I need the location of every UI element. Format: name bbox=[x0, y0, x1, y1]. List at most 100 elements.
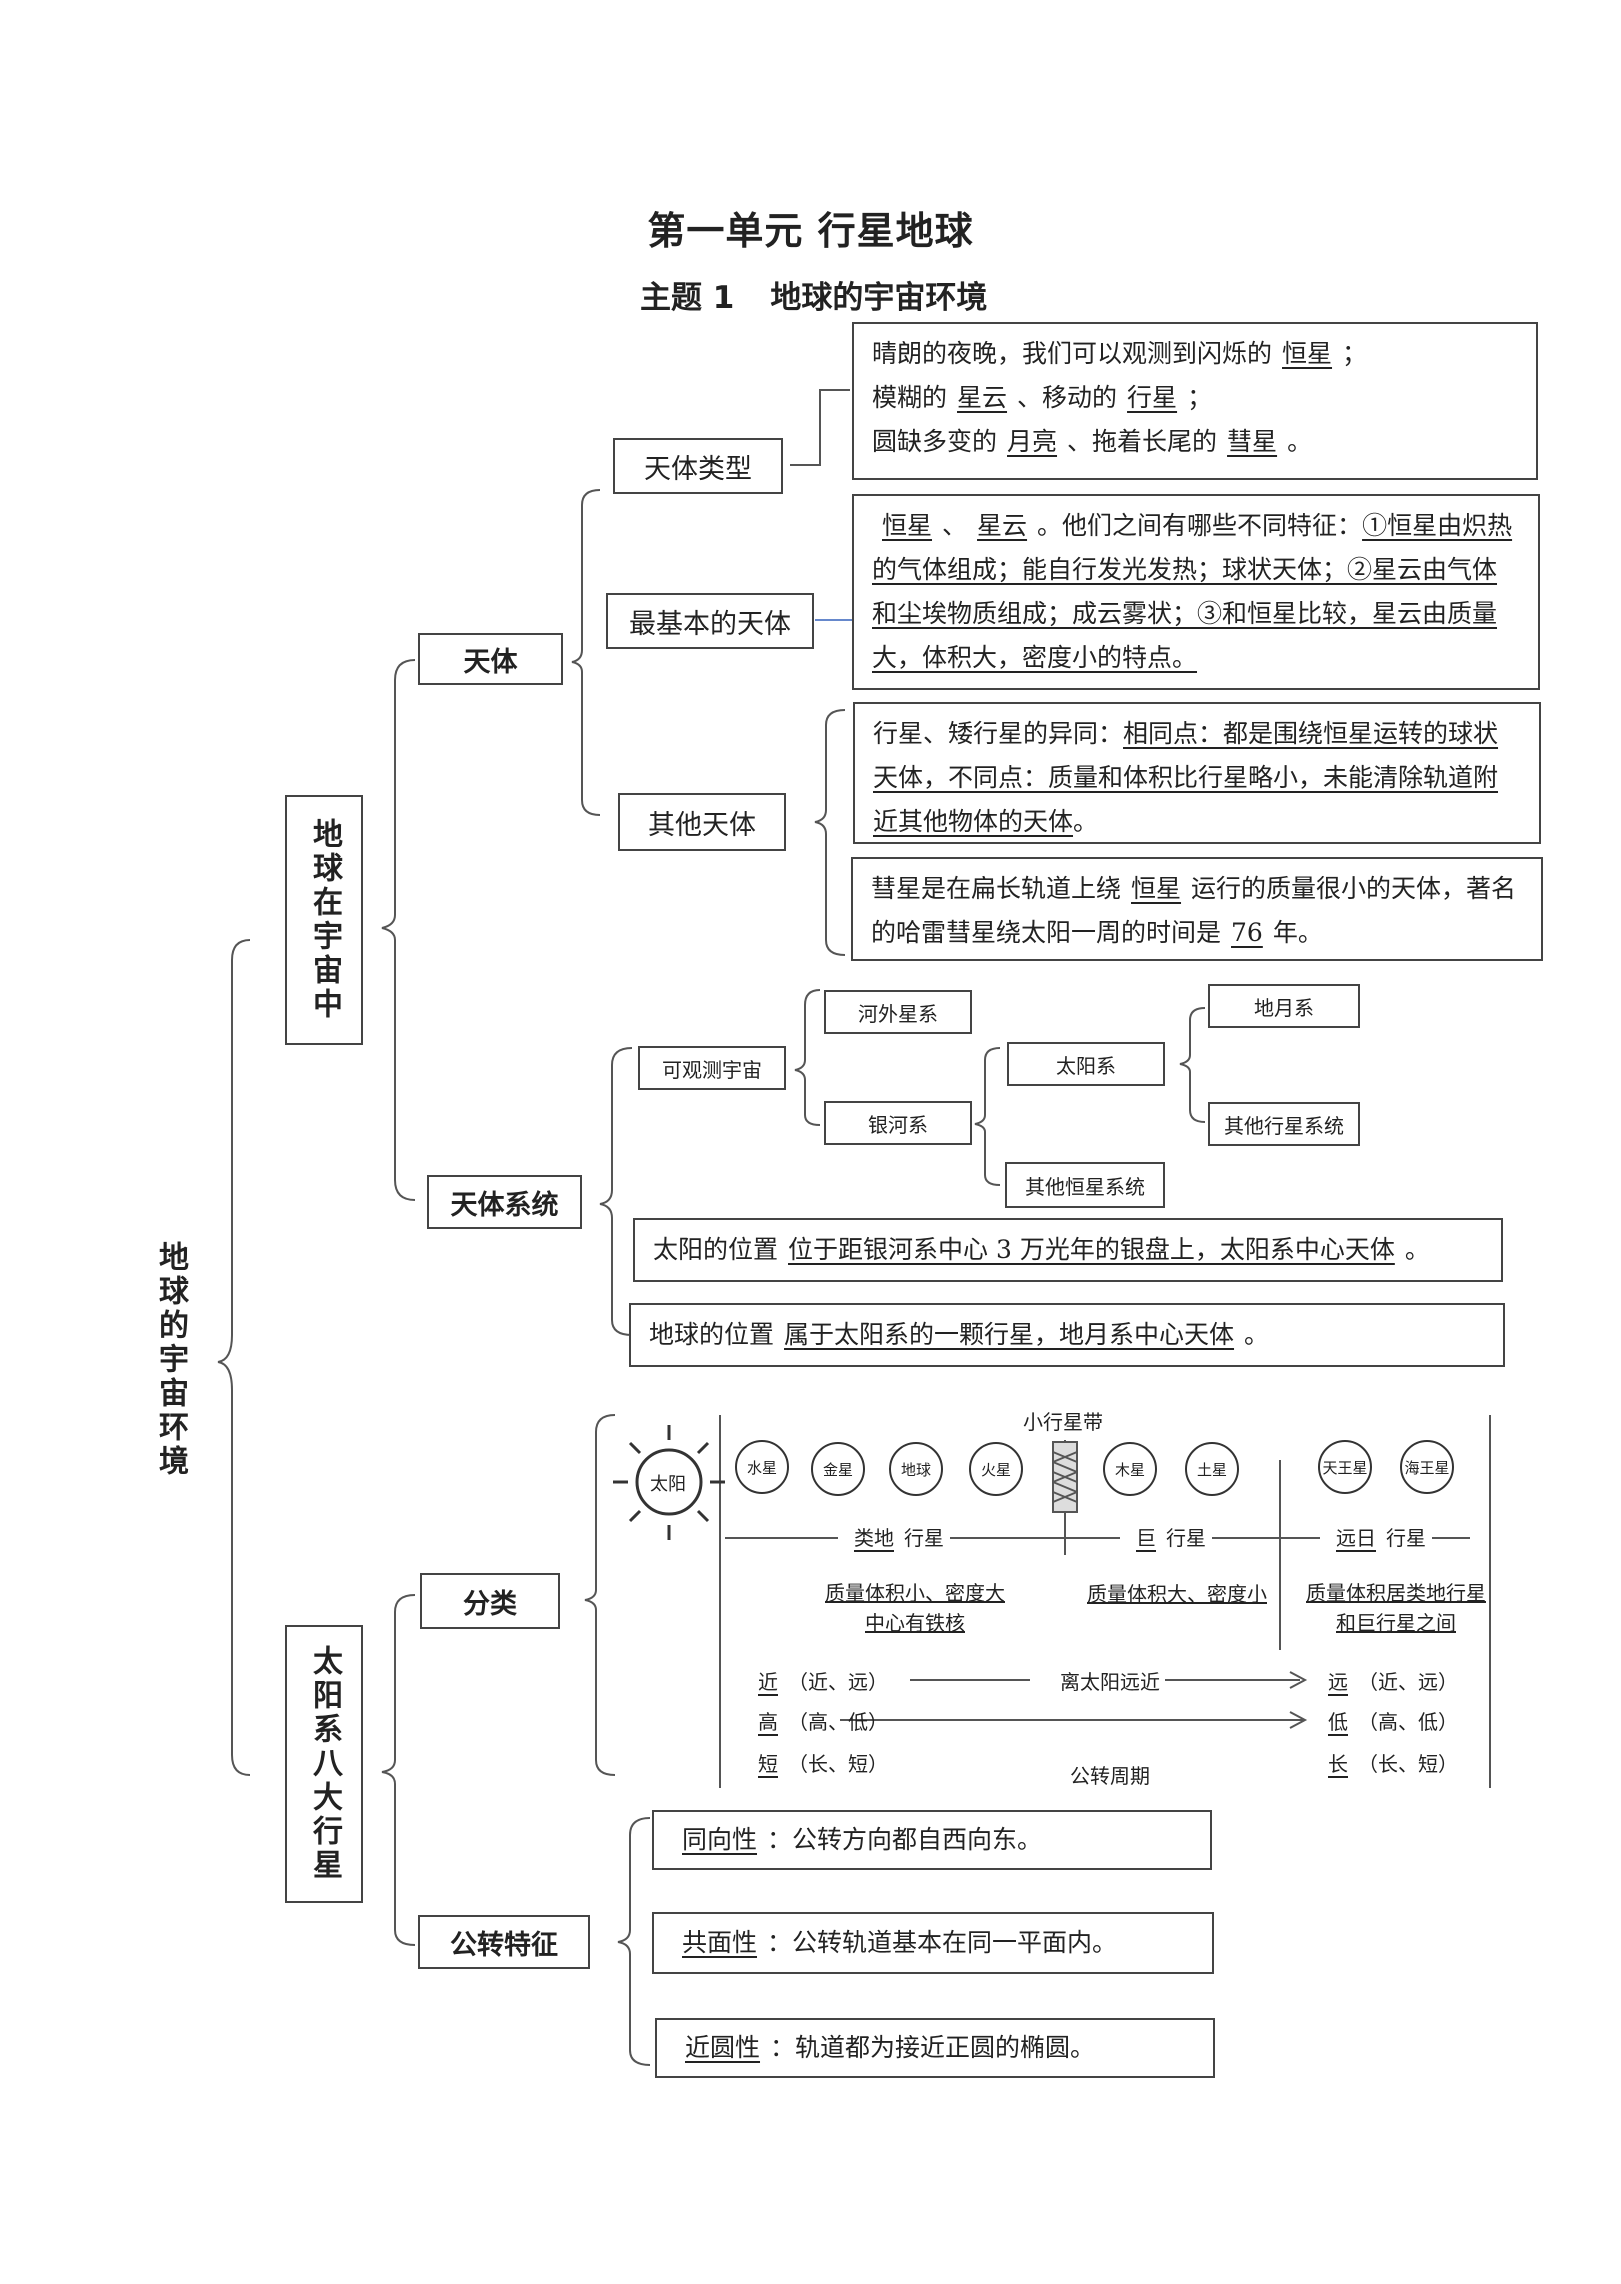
basic-bodies-node: 最基本的天体 bbox=[606, 593, 814, 649]
group1-suffix: 行星 bbox=[904, 1526, 944, 1550]
ice-giant-desc: 质量体积居类地行星和巨行星之间 bbox=[1296, 1578, 1496, 1638]
answer-near: 近 bbox=[758, 1670, 778, 1694]
row-period-right: 长（长、短） bbox=[1318, 1748, 1458, 1777]
answer-basic-star: 恒星 bbox=[882, 511, 933, 540]
row-period-label: 公转周期 bbox=[1070, 1764, 1150, 1788]
other1-end: 。 bbox=[1073, 807, 1099, 836]
observable-universe-node: 可观测宇宙 bbox=[638, 1046, 786, 1090]
sun-label: 太阳 bbox=[650, 1474, 686, 1495]
solar-system-node: 太阳系 bbox=[1007, 1042, 1165, 1086]
answer-far: 远 bbox=[1328, 1670, 1348, 1694]
basic-text-box: 恒星、星云。他们之间有哪些不同特征：①恒星由炽热的气体组成；能自行发光发热；球状… bbox=[852, 494, 1540, 690]
sun-rays bbox=[613, 1425, 725, 1540]
row-distance-left: 近 （近、远） bbox=[748, 1666, 888, 1695]
answer-comet: 彗星 bbox=[1227, 427, 1278, 456]
ice-giant-desc-1: 质量体积居类地行星 bbox=[1306, 1581, 1486, 1605]
group-ice-giant: 远日行星 bbox=[1320, 1522, 1432, 1551]
answer-high: 高 bbox=[758, 1710, 778, 1734]
milky-way-node: 银河系 bbox=[824, 1101, 972, 1145]
answer-planet: 行星 bbox=[1127, 383, 1178, 412]
answer-comet-star: 恒星 bbox=[1131, 874, 1182, 903]
types-line1a: 晴朗的夜晚，我们可以观测到闪烁的 bbox=[872, 339, 1273, 368]
terrestrial-desc-2: 中心有铁核 bbox=[865, 1611, 965, 1635]
planet-venus: 金星 bbox=[811, 1442, 865, 1496]
sun-position-answer: 位于距银河系中心 3 万光年的银盘上，太阳系中心天体 bbox=[788, 1235, 1395, 1264]
terrestrial-desc-1: 质量体积小、密度大 bbox=[825, 1581, 1005, 1605]
row-temp-left: 高 （高、低） bbox=[748, 1706, 888, 1735]
row-temp-right: 低 （高、低） bbox=[1318, 1706, 1458, 1735]
answer-star: 恒星 bbox=[1282, 339, 1333, 368]
group2-suffix: 行星 bbox=[1166, 1526, 1206, 1550]
orbit-feature-1: 同向性：公转方向都自西向东。 bbox=[652, 1810, 1212, 1870]
page-title: 第一单元 行星地球 bbox=[647, 209, 974, 253]
celestial-types-node: 天体类型 bbox=[613, 438, 783, 494]
basic-answer: ①恒星由炽热的气体组成；能自行发光发热；球状天体；②星云由气体和尘埃物质组成；成… bbox=[872, 511, 1513, 672]
ice-giant-desc-2: 和巨行星之间 bbox=[1336, 1611, 1456, 1635]
other-bodies-node: 其他天体 bbox=[618, 793, 786, 851]
other2-c: 运行的质量很小的天体，著名的哈雷彗星绕太阳一周的时间是 bbox=[871, 874, 1517, 947]
topic-subtitle: 主题 1 地球的宇宙环境 bbox=[640, 272, 1023, 317]
long-options: （长、短） bbox=[1358, 1752, 1458, 1776]
sun-position-label: 太阳的位置 bbox=[653, 1235, 779, 1264]
group1-answer: 类地 bbox=[854, 1526, 894, 1550]
sun-position-box: 太阳的位置位于距银河系中心 3 万光年的银盘上，太阳系中心天体。 bbox=[633, 1218, 1503, 1282]
topic-name: 地球的宇宙环境 bbox=[770, 280, 988, 316]
types-line3e: 。 bbox=[1287, 427, 1313, 456]
earth-position-answer: 属于太阳系的一颗行星，地月系中心天体 bbox=[784, 1320, 1235, 1349]
classification-node: 分类 bbox=[420, 1573, 560, 1629]
branch-eight-planets: 太阳系八大行星 bbox=[285, 1625, 363, 1903]
asteroid-belt-hatch bbox=[1052, 1441, 1078, 1513]
feature3-text: ：轨道都为接近正圆的椭圆。 bbox=[770, 2033, 1096, 2062]
extragalactic-node: 河外星系 bbox=[824, 990, 972, 1034]
feature1-text: ：公转方向都自西向东。 bbox=[767, 1825, 1043, 1854]
row-distance-right: 远（近、远） bbox=[1318, 1666, 1458, 1695]
celestial-system-node: 天体系统 bbox=[427, 1175, 582, 1229]
short-options: （长、短） bbox=[788, 1752, 888, 1776]
feature3-answer: 近圆性 bbox=[685, 2033, 761, 2062]
earth-position-label: 地球的位置 bbox=[649, 1320, 775, 1349]
planet-earth: 地球 bbox=[889, 1442, 943, 1496]
answer-short: 短 bbox=[758, 1752, 778, 1776]
planet-neptune: 海王星 bbox=[1400, 1440, 1454, 1494]
sun-position-end: 。 bbox=[1404, 1235, 1430, 1264]
types-line1c: ； bbox=[1342, 339, 1368, 368]
types-line3c: 、拖着长尾的 bbox=[1067, 427, 1218, 456]
answer-nebula: 星云 bbox=[957, 383, 1008, 412]
planet-jupiter: 木星 bbox=[1103, 1442, 1157, 1496]
near-options: （近、远） bbox=[788, 1670, 888, 1694]
other-star-systems-node: 其他恒星系统 bbox=[1005, 1162, 1165, 1208]
planet-mars: 火星 bbox=[969, 1442, 1023, 1496]
group3-suffix: 行星 bbox=[1386, 1526, 1426, 1550]
planet-mercury: 水星 bbox=[735, 1440, 789, 1494]
orbit-features-node: 公转特征 bbox=[418, 1915, 590, 1969]
asteroid-belt-label: 小行星带 bbox=[1023, 1410, 1103, 1434]
low-options: （高、低） bbox=[1358, 1710, 1458, 1734]
planet-saturn: 土星 bbox=[1185, 1442, 1239, 1496]
row-distance-label: 离太阳远近 bbox=[1060, 1670, 1160, 1694]
other1-question: 行星、矮行星的异同： bbox=[873, 719, 1124, 748]
types-text-box: 晴朗的夜晚，我们可以观测到闪烁的恒星； 模糊的星云、移动的行星； 圆缺多变的月亮… bbox=[852, 322, 1538, 480]
high-options: （高、低） bbox=[788, 1710, 888, 1734]
answer-low: 低 bbox=[1328, 1710, 1348, 1734]
feature2-answer: 共面性 bbox=[682, 1928, 758, 1957]
types-line2c: 、移动的 bbox=[1017, 383, 1118, 412]
types-line3a: 圆缺多变的 bbox=[872, 427, 998, 456]
other-text-box-1: 行星、矮行星的异同：相同点：都是围绕恒星运转的球状天体，不同点：质量和体积比行星… bbox=[853, 702, 1541, 844]
topic-number: 主题 1 bbox=[640, 280, 735, 316]
answer-basic-nebula: 星云 bbox=[977, 511, 1028, 540]
other1-answer: 相同点：都是围绕恒星运转的球状天体，不同点：质量和体积比行星略小，未能清除轨道附… bbox=[873, 719, 1499, 836]
planet-uranus: 天王星 bbox=[1318, 1440, 1372, 1494]
basic-question: 。他们之间有哪些不同特征： bbox=[1037, 511, 1363, 540]
earth-position-box: 地球的位置属于太阳系的一颗行星，地月系中心天体。 bbox=[629, 1303, 1505, 1367]
types-line2e: ； bbox=[1187, 383, 1213, 412]
group2-answer: 巨 bbox=[1136, 1526, 1156, 1550]
root-node: 地球的宇宙环境 bbox=[153, 1241, 188, 1479]
giant-desc: 质量体积大、密度小 bbox=[1087, 1582, 1267, 1606]
terrestrial-desc: 质量体积小、密度大中心有铁核 bbox=[820, 1578, 1010, 1638]
group-terrestrial: 类地行星 bbox=[838, 1522, 950, 1551]
orbit-feature-3: 近圆性 ：轨道都为接近正圆的椭圆。 bbox=[655, 2018, 1215, 2078]
answer-76: 76 bbox=[1231, 918, 1263, 947]
answer-moon: 月亮 bbox=[1007, 427, 1058, 456]
